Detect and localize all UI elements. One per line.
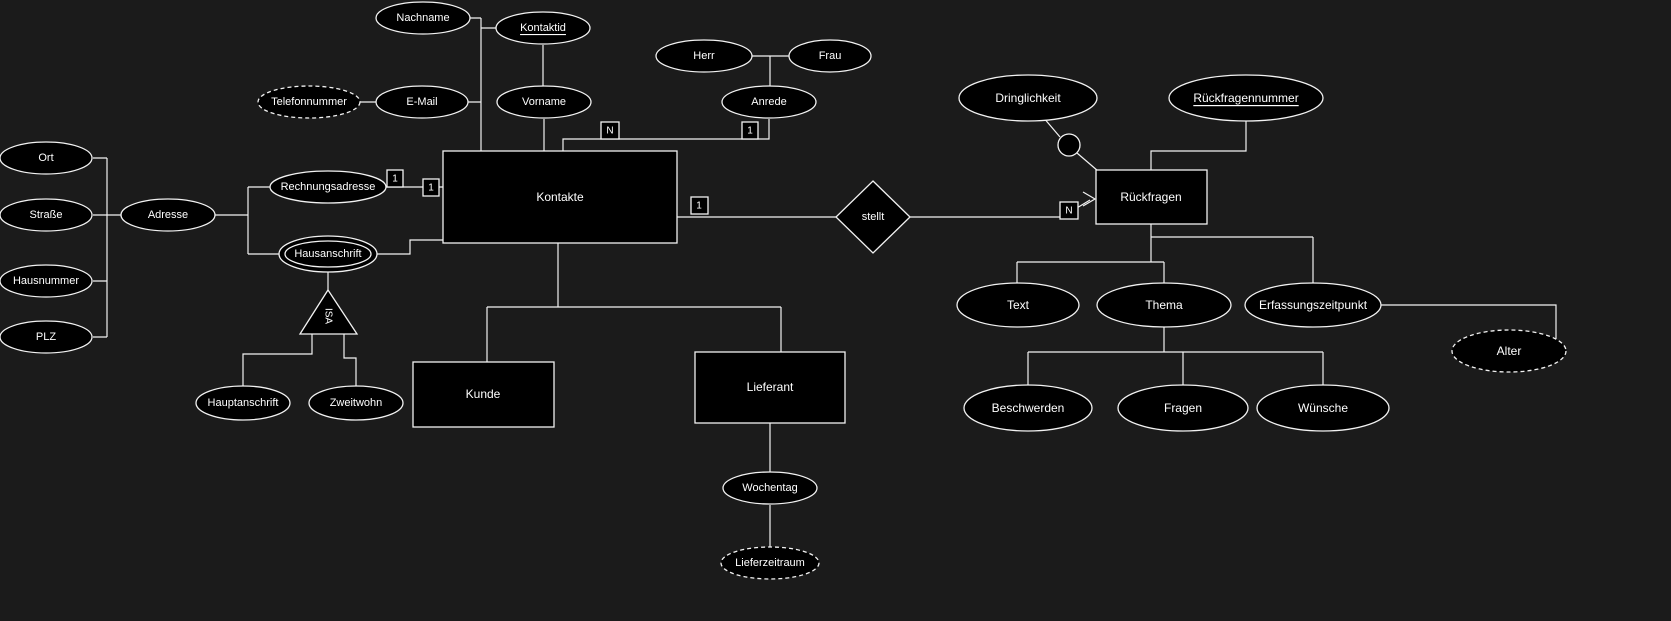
connector-isa-subtypes xyxy=(242,334,357,386)
attribute-hausnummer[interactable]: Hausnummer xyxy=(0,264,93,298)
attribute-email[interactable]: E-Mail xyxy=(375,85,469,119)
connector-rueckfragennummer-rueckfragen xyxy=(1150,121,1247,170)
attribute-rueckfragennummer[interactable]: Rückfragennummer xyxy=(1168,74,1324,122)
attribute-derived-label: Alter xyxy=(1497,344,1522,358)
attribute-alter[interactable]: Alter xyxy=(1451,329,1567,373)
attribute-label: Hauptanschrift xyxy=(208,397,279,409)
attribute-dringlichkeit[interactable]: Dringlichkeit xyxy=(958,74,1098,122)
multivalued-inner-ellipse xyxy=(284,240,372,268)
attribute-wochentag[interactable]: Wochentag xyxy=(722,471,818,505)
cardinality-anrede-1[interactable]: 1 xyxy=(741,121,759,140)
attribute-frau[interactable]: Frau xyxy=(788,39,872,73)
relationship-stellt-label: stellt xyxy=(862,211,885,223)
attribute-label: Ort xyxy=(38,152,53,164)
cardinality-label: 1 xyxy=(392,174,398,185)
attribute-strasse[interactable]: Straße xyxy=(0,198,93,232)
entity-kontakte[interactable]: Kontakte xyxy=(442,150,678,244)
cardinality-label: 1 xyxy=(696,201,702,212)
attribute-derived-label: Telefonnummer xyxy=(271,96,347,108)
attribute-label: Erfassungszeitpunkt xyxy=(1259,298,1368,312)
connector-adresse-composite xyxy=(93,157,121,338)
attribute-label: Dringlichkeit xyxy=(995,91,1061,105)
connector-erfassungszeitpunkt-alter xyxy=(1381,304,1557,339)
cardinality-anrede-n[interactable]: N xyxy=(600,121,620,140)
isa-triangle[interactable]: ISA xyxy=(298,288,359,335)
attribute-label: Thema xyxy=(1145,298,1183,312)
attribute-label: Wochentag xyxy=(742,482,797,494)
attribute-nachname[interactable]: Nachname xyxy=(375,1,471,35)
attribute-hausanschrift[interactable]: Hausanschrift xyxy=(278,235,378,273)
attribute-ort[interactable]: Ort xyxy=(0,141,93,175)
attribute-telefonnummer[interactable]: Telefonnummer xyxy=(257,85,361,119)
attribute-label: Herr xyxy=(693,50,715,62)
connectors xyxy=(93,17,1557,547)
attribute-lieferzeitraum[interactable]: Lieferzeitraum xyxy=(720,546,820,580)
arrowhead-rueckfragen xyxy=(1082,191,1097,207)
attribute-erfassungszeitpunkt[interactable]: Erfassungszeitpunkt xyxy=(1244,282,1382,328)
attribute-zweitwohn[interactable]: Zweitwohn xyxy=(308,385,404,421)
attribute-hauptanschrift[interactable]: Hauptanschrift xyxy=(195,385,291,421)
attribute-herr[interactable]: Herr xyxy=(655,39,753,73)
cardinality-label: 1 xyxy=(747,126,753,137)
cardinality-label: 1 xyxy=(428,183,434,194)
attribute-label: Fragen xyxy=(1164,401,1202,415)
attribute-label: Rechnungsadresse xyxy=(281,181,376,193)
connector-hausanschrift-kontakte xyxy=(377,239,443,255)
connector-thema-values xyxy=(1027,327,1324,385)
attribute-fragen[interactable]: Fragen xyxy=(1117,384,1249,432)
attribute-label: Straße xyxy=(29,209,62,221)
cardinality-kontakte-left-1[interactable]: 1 xyxy=(422,178,440,197)
attribute-label: Text xyxy=(1007,298,1030,312)
attribute-thema[interactable]: Thema xyxy=(1096,282,1232,328)
attribute-label: Hausnummer xyxy=(13,275,79,287)
attribute-label: Zweitwohn xyxy=(330,397,383,409)
attribute-wuensche[interactable]: Wünsche xyxy=(1256,384,1390,432)
attribute-key-label: Rückfragennummer xyxy=(1193,91,1298,105)
attribute-kontaktid[interactable]: Kontaktid xyxy=(495,11,591,45)
attribute-rechnungsadresse[interactable]: Rechnungsadresse xyxy=(269,170,387,204)
attribute-label: E-Mail xyxy=(406,96,437,108)
connector-rueckfragen-attributes xyxy=(1016,224,1314,283)
connector-kontakte-subtypes xyxy=(486,243,782,362)
connector-adresse-split xyxy=(215,186,279,255)
isa-label: ISA xyxy=(323,308,334,324)
attribute-plz[interactable]: PLZ xyxy=(0,320,93,354)
attribute-key-label: Kontaktid xyxy=(520,22,566,34)
entity-lieferant[interactable]: Lieferant xyxy=(694,351,846,424)
relationship-stellt[interactable]: stellt xyxy=(835,180,911,254)
cardinality-rechnungsadresse-1[interactable]: 1 xyxy=(386,169,404,188)
attribute-multivalued-label: Hausanschrift xyxy=(294,248,361,260)
connector-anrede-kontakte xyxy=(562,55,789,151)
attribute-beschwerden[interactable]: Beschwerden xyxy=(963,384,1093,432)
attribute-vorname[interactable]: Vorname xyxy=(496,85,592,119)
attribute-text[interactable]: Text xyxy=(956,282,1080,328)
attribute-label: Adresse xyxy=(148,209,188,221)
attribute-anrede[interactable]: Anrede xyxy=(721,85,817,119)
entity-rueckfragen-label: Rückfragen xyxy=(1120,190,1181,204)
cardinality-label: N xyxy=(1065,206,1072,217)
attribute-derived-label: Lieferzeitraum xyxy=(735,557,805,569)
junction-circle[interactable] xyxy=(1057,133,1081,157)
attribute-label: Beschwerden xyxy=(992,401,1065,415)
attribute-label: Wünsche xyxy=(1298,401,1348,415)
attribute-label: PLZ xyxy=(36,331,56,343)
attribute-adresse[interactable]: Adresse xyxy=(120,198,216,232)
entity-kunde-label: Kunde xyxy=(466,387,501,401)
connector-kontakte-top-attributes xyxy=(360,17,545,151)
attribute-label: Anrede xyxy=(751,96,786,108)
entity-kontakte-label: Kontakte xyxy=(536,190,584,204)
entity-rueckfragen[interactable]: Rückfragen xyxy=(1095,169,1208,225)
cardinality-stellt-rueckfragen-n[interactable]: N xyxy=(1059,201,1079,220)
cardinality-kontakte-stellt-1[interactable]: 1 xyxy=(690,196,709,215)
attribute-label: Nachname xyxy=(396,12,449,24)
entity-kunde[interactable]: Kunde xyxy=(412,361,555,428)
entity-lieferant-label: Lieferant xyxy=(747,380,794,394)
attribute-label: Vorname xyxy=(522,96,566,108)
cardinality-label: N xyxy=(606,126,613,137)
attribute-label: Frau xyxy=(819,50,842,62)
